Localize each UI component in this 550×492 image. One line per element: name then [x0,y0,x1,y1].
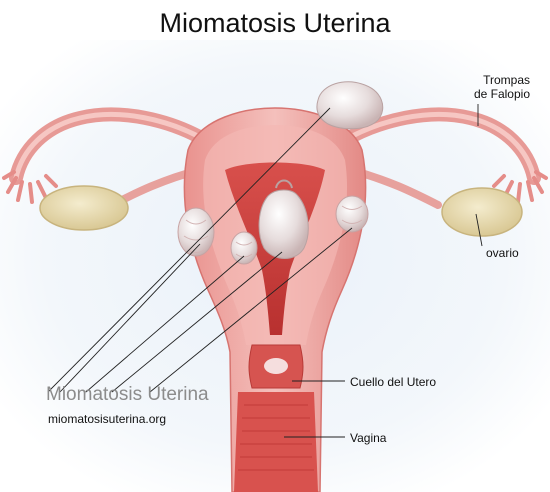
subserosal-myoma [317,82,383,129]
watermark-text: Miomatosis Uterina [46,384,209,406]
vagina-label: Vagina [350,431,386,445]
fallopian-label-line2: de Falopio [440,87,530,101]
fallopian-tube-label: Trompas de Falopio [440,73,530,101]
vagina [234,392,318,492]
left-ovary [40,186,128,230]
fallopian-label-line1: Trompas [440,73,530,87]
intramural-myoma-right [336,196,368,232]
cervix-label: Cuello del Utero [350,375,436,389]
page-title: Miomatosis Uterina [0,8,550,39]
right-ovary [442,188,522,236]
cervical-os [264,358,288,374]
watermark-url: miomatosisuterina.org [48,412,166,426]
intramural-myoma-center [231,232,257,264]
ovary-label: ovario [486,246,519,260]
